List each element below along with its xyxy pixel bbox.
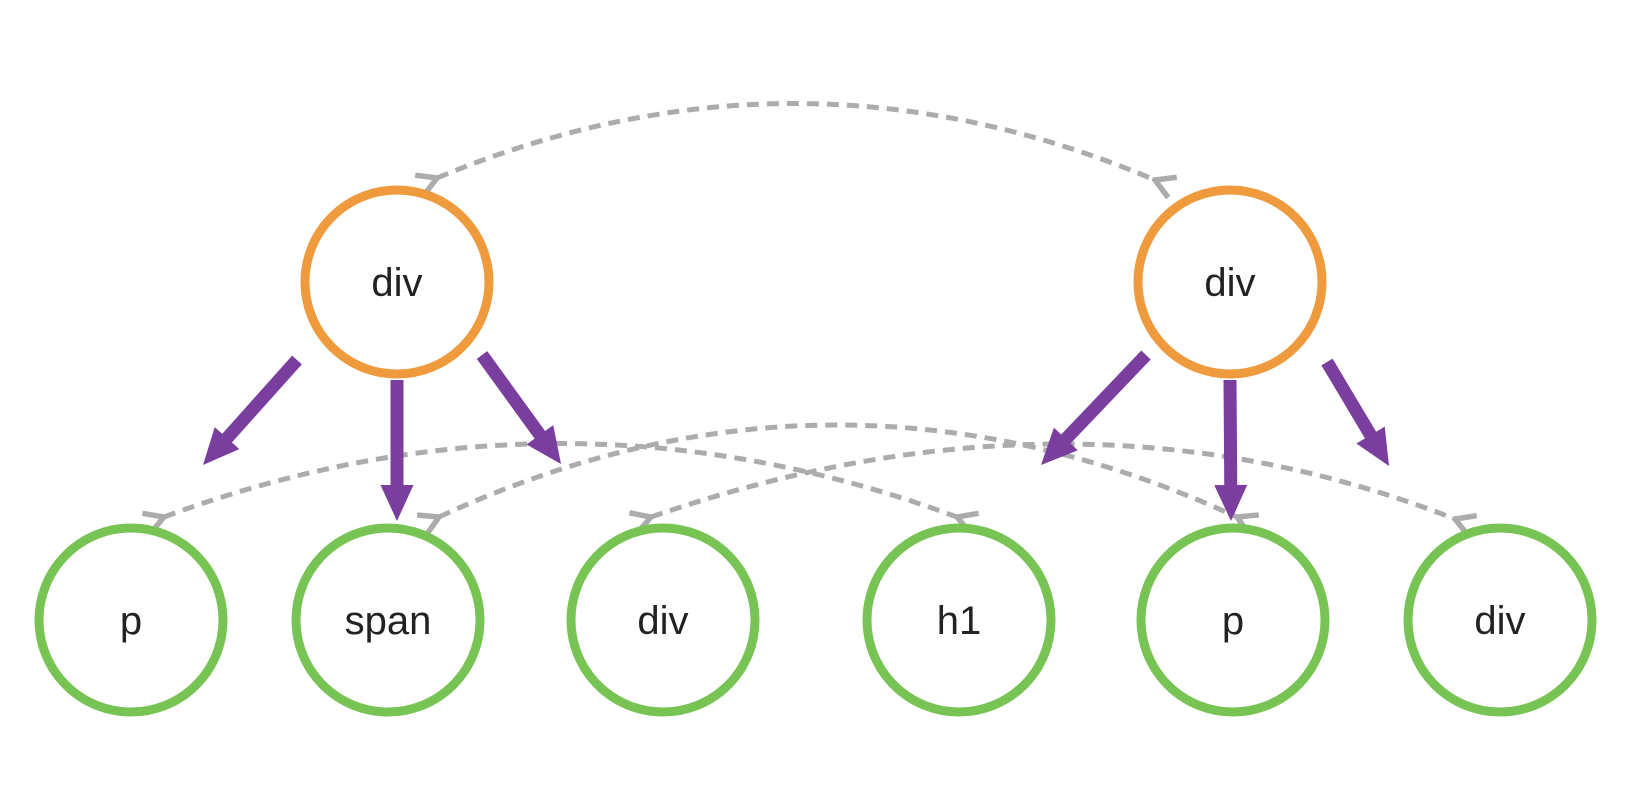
node-child-4: h1 bbox=[862, 523, 1056, 717]
parent-child-arrow-parent-left-child-3 bbox=[476, 351, 561, 464]
node-label: p bbox=[1222, 599, 1244, 643]
parent-child-arrow-parent-right-child-4 bbox=[1041, 350, 1151, 465]
parent-node-circle bbox=[300, 185, 494, 379]
node-child-3: div bbox=[566, 523, 760, 717]
arrowhead-icon bbox=[1356, 426, 1389, 466]
node-child-5: p bbox=[1136, 523, 1330, 717]
comparison-link-child-1-child-4 bbox=[164, 441, 957, 518]
parent-child-arrow-parent-left-child-1 bbox=[203, 355, 302, 465]
arrow-shaft bbox=[1058, 350, 1151, 447]
node-child-6: div bbox=[1403, 523, 1597, 717]
child-node-circle bbox=[291, 523, 485, 717]
node-label: p bbox=[120, 599, 142, 643]
arrow-shaft bbox=[1321, 358, 1379, 442]
child-node-circle bbox=[34, 523, 228, 717]
parent-node-circle bbox=[1133, 185, 1327, 379]
arrowhead-icon bbox=[1214, 484, 1248, 521]
node-label: span bbox=[345, 599, 432, 643]
node-label: div bbox=[1474, 599, 1525, 643]
parent-child-arrow-parent-left-child-2 bbox=[380, 380, 414, 521]
node-parent-right: div bbox=[1133, 185, 1327, 379]
arrowhead-icon bbox=[526, 425, 561, 464]
parent-child-arrows-layer bbox=[203, 350, 1389, 521]
node-label: div bbox=[1204, 261, 1255, 305]
comparison-link-parent-left-parent-right bbox=[437, 101, 1155, 180]
child-node-circle bbox=[1403, 523, 1597, 717]
child-node-circle bbox=[1136, 523, 1330, 717]
node-child-1: p bbox=[34, 523, 228, 717]
arrowhead-icon bbox=[1041, 427, 1078, 465]
arrow-shaft bbox=[219, 355, 302, 446]
arrow-shaft bbox=[1223, 379, 1238, 490]
node-label: div bbox=[637, 599, 688, 643]
arrowhead-icon bbox=[203, 427, 240, 465]
comparison-link-child-2-child-5 bbox=[439, 422, 1237, 517]
node-parent-left: div bbox=[300, 185, 494, 379]
node-child-2: span bbox=[291, 523, 485, 717]
nodes-layer: div div p span div h1 p div bbox=[34, 185, 1597, 717]
parent-child-arrow-parent-right-child-6 bbox=[1321, 358, 1389, 466]
child-node-circle bbox=[862, 523, 1056, 717]
arrow-shaft bbox=[476, 351, 548, 442]
parent-child-arrow-parent-right-child-5 bbox=[1214, 379, 1248, 521]
child-node-circle bbox=[566, 523, 760, 717]
node-label: div bbox=[371, 261, 422, 305]
node-label: h1 bbox=[937, 599, 982, 643]
arrowhead-icon bbox=[380, 485, 414, 521]
